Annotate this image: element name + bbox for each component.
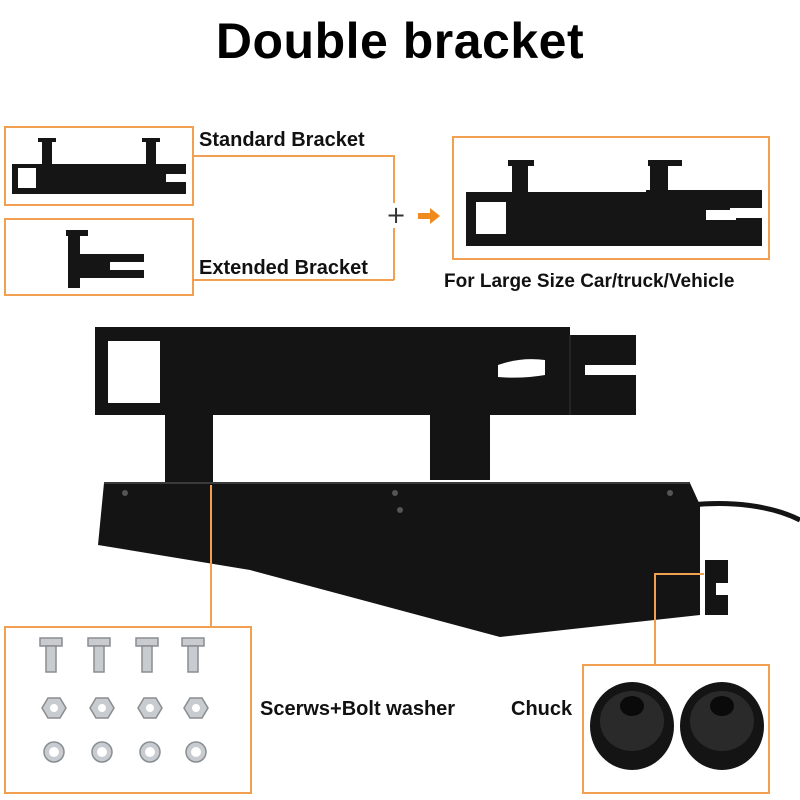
combined-bracket-image <box>466 160 762 246</box>
combined-bracket-box <box>452 136 770 260</box>
standard-bracket-label: Standard Bracket <box>199 129 365 151</box>
connector-line-chuck-h <box>654 573 704 575</box>
standard-bracket-box <box>4 126 194 206</box>
chuck-box <box>582 664 770 794</box>
screws-label: Scerws+Bolt washer <box>260 698 456 720</box>
screws-image <box>39 637 209 763</box>
chuck-label: Chuck <box>511 698 573 720</box>
plus-sign: + <box>386 201 407 229</box>
connector-line-vertical-top <box>393 155 395 203</box>
connector-line-vertical-bottom <box>393 228 395 280</box>
main-bracket-image <box>95 327 800 637</box>
combined-caption: For Large Size Car/truck/Vehicle <box>444 271 735 292</box>
extended-bracket-box <box>4 218 194 296</box>
extended-bracket-label: Extended Bracket <box>199 257 368 279</box>
screws-box <box>4 626 252 794</box>
connector-line-screws <box>210 485 212 627</box>
connector-line-chuck-v <box>654 573 656 666</box>
connector-line-bottom <box>194 279 394 281</box>
connector-line-top <box>194 155 394 157</box>
chuck-image <box>590 682 764 770</box>
standard-bracket-image <box>12 138 186 194</box>
arrow-right-icon <box>418 208 440 224</box>
page-title: Double bracket <box>215 13 585 69</box>
extended-bracket-image <box>66 230 144 288</box>
